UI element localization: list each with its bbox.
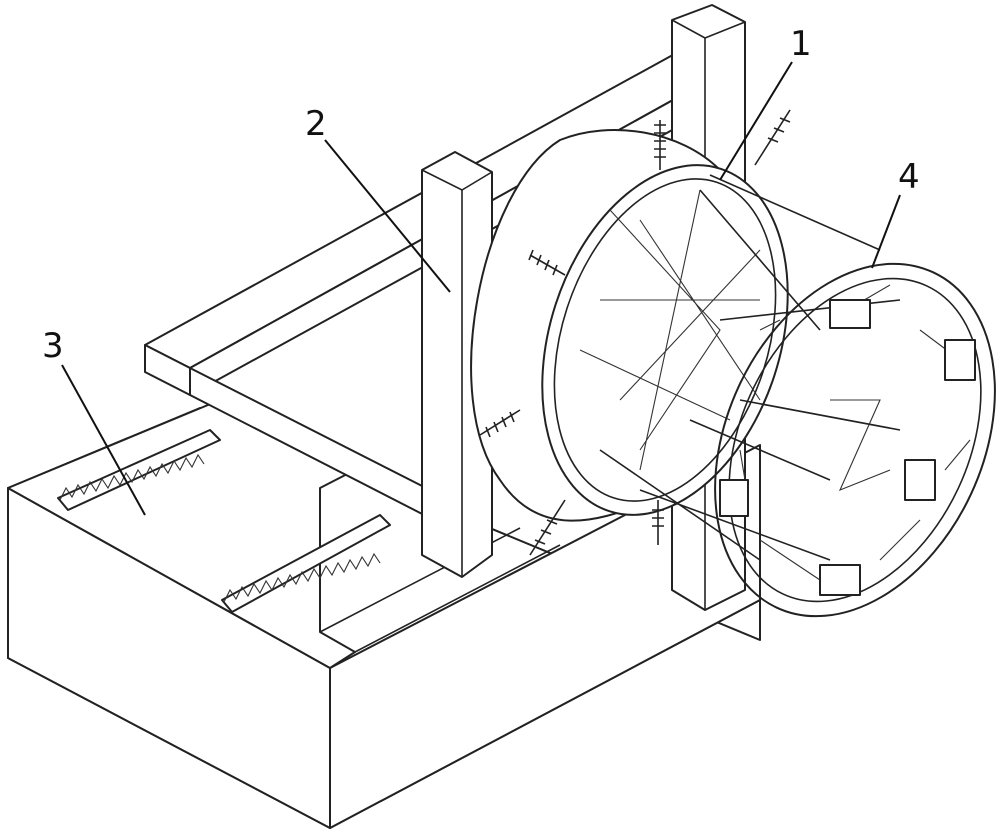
label-2: 2 (305, 104, 327, 144)
label-1: 1 (790, 24, 812, 64)
telescopic-struts (599, 174, 901, 561)
base-box (7, 399, 761, 829)
label-4: 4 (898, 157, 920, 197)
springs (479, 109, 791, 556)
gear-rack-right (221, 514, 391, 613)
vertical-post (421, 151, 493, 578)
drum-cylinder (470, 129, 789, 522)
front-ring (714, 262, 996, 618)
gear-rack-left (57, 429, 221, 511)
label-3: 3 (42, 326, 64, 366)
callouts: 1 2 3 4 (42, 24, 920, 516)
